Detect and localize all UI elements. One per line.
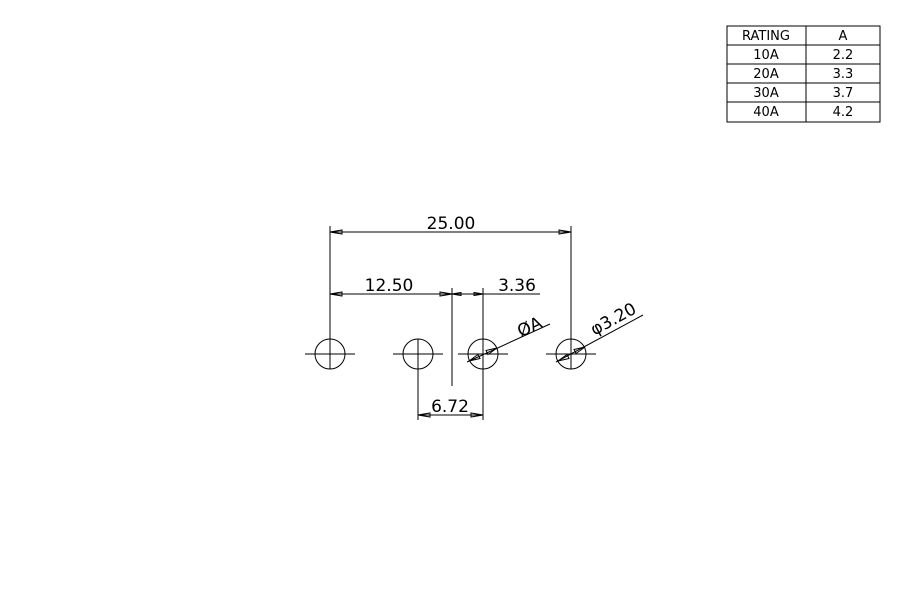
hole-fixed-label: φ3.20 (587, 299, 640, 340)
dimension-spacing-label: 6.72 (431, 397, 469, 417)
table-header-rating: RATING (742, 29, 790, 44)
table-cell-rating: 30A (753, 86, 779, 101)
dimension-overall-label: 25.00 (427, 214, 476, 234)
dimension-half-label: 12.50 (365, 276, 414, 296)
hole-3 (458, 338, 508, 370)
table-cell-rating: 10A (753, 48, 779, 63)
leader-hole-fixed: φ3.20 (555, 299, 644, 363)
table-cell-a: 3.7 (833, 86, 854, 101)
table-cell-a: 4.2 (833, 105, 854, 120)
hole-2 (393, 338, 443, 370)
dimension-spacing: 6.72 (417, 397, 484, 418)
dimension-offset: 3.36 (451, 276, 540, 297)
rating-table: RATING A 10A 2.2 20A 3.3 30A 3.7 40A 4.2 (726, 25, 881, 123)
table-border (726, 25, 881, 123)
table-cell-a: 2.2 (833, 48, 854, 63)
leader-hole-variable: ØA (466, 313, 551, 363)
hole-1 (305, 338, 355, 370)
extension-lines (329, 226, 572, 420)
dimension-half: 12.50 (329, 276, 453, 297)
table-header-a: A (839, 29, 848, 44)
table-cell-rating: 40A (753, 105, 779, 120)
table-cell-rating: 20A (753, 67, 779, 82)
table-cell-a: 3.3 (833, 67, 854, 82)
hole-variable-label: ØA (514, 313, 545, 342)
dimension-overall: 25.00 (329, 214, 572, 235)
dimension-offset-label: 3.36 (498, 276, 536, 296)
